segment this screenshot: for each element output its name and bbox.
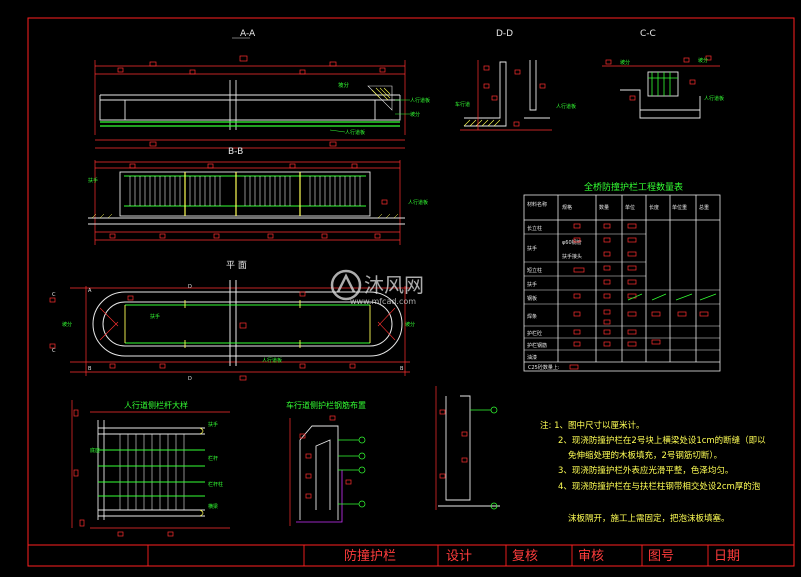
- plan-section-mark-c2: C: [52, 348, 56, 354]
- plan-section-mark-c: C: [52, 292, 56, 298]
- design-label: 设计: [446, 549, 472, 564]
- view-rail-detail: 人行道侧栏杆大样: [71, 400, 230, 537]
- plan-section-mark-a: A: [88, 288, 92, 294]
- aa-slope-label-2: 坡分: [410, 111, 420, 118]
- aa-roadslab-label: 人行道板: [345, 129, 365, 136]
- quantity-table: 全桥防撞护栏工程数量表 材料名称 规格 数量 单位: [523, 181, 721, 372]
- view-aa: A-A: [94, 29, 430, 149]
- rail-bar-label: 栏杆: [208, 455, 218, 462]
- table-row-0-name: 长立柱: [527, 225, 542, 232]
- table-header-3: 单位: [625, 204, 635, 211]
- cc-slope-label-2: 坡分: [698, 57, 708, 64]
- note-line-0: 注: 1、图中尺寸以厘米计。: [540, 420, 644, 431]
- view-dd-label: D-D: [496, 29, 513, 39]
- watermark-url: www.mfcad.com: [350, 297, 416, 306]
- aa-slope-label: 坡分: [338, 81, 350, 89]
- table-row-6-name: 焊条: [527, 313, 537, 320]
- table-header-4: 长度: [649, 204, 659, 211]
- drawing-border: [27, 17, 795, 567]
- check-label: 复核: [512, 549, 538, 564]
- note-line-5: 沫板隔开，施工上需固定，把泡沫板填塞。: [568, 513, 730, 524]
- title-block: 防撞护栏 设计 复核 审核 图号 日期: [147, 545, 740, 566]
- table-header-5: 单位重: [672, 204, 687, 211]
- bb-sidewalk-label: 人行道板: [408, 199, 428, 206]
- table-row-1-name: 扶手: [527, 245, 537, 252]
- date-label: 日期: [714, 549, 740, 564]
- watermark-logo-icon: [330, 269, 362, 301]
- table-row-1-spec: φ60钢管: [562, 239, 582, 246]
- plan-handrail-label: 扶手: [150, 313, 160, 320]
- rail-detail-title: 人行道侧栏杆大样: [124, 400, 188, 410]
- table-header-6: 总重: [699, 204, 709, 211]
- view-small-detail: [435, 386, 500, 510]
- drawing-title: 防撞护栏: [344, 548, 396, 564]
- table-header-0: 材料名称: [527, 201, 547, 208]
- table-row-5-name: 钢板: [527, 295, 537, 302]
- cc-sidewalk-label: 人行道板: [704, 95, 724, 102]
- plan-sidewalk-label: 人行道板: [262, 357, 282, 364]
- table-title: 全桥防撞护栏工程数量表: [584, 181, 683, 193]
- watermark: 沐风网 www.mfcad.com: [330, 269, 424, 306]
- notes: 注: 1、图中尺寸以厘米计。 2、现浇防撞护栏在2号块上横梁处设1cm的断缝（即…: [540, 420, 766, 524]
- table-header-1: 规格: [562, 204, 572, 211]
- table-header-2: 数量: [599, 204, 609, 211]
- rail-base-label: 底座: [90, 447, 100, 454]
- view-bb-label: B-B: [228, 147, 243, 157]
- dd-lane-label: 车行道: [455, 101, 470, 108]
- plan-section-mark-d2: D: [188, 376, 192, 382]
- rebar-title: 车行道侧护栏钢筋布置: [286, 400, 366, 410]
- view-dd: D-D 车行道 人行道板: [455, 29, 576, 131]
- note-line-2: 免伸缩处理的木板填充，2号钢筋切断）。: [568, 450, 722, 461]
- view-bb: B-B: [88, 147, 428, 245]
- plan-section-mark-b2: B: [400, 366, 404, 372]
- plan-slope-label-2: 坡分: [405, 321, 415, 328]
- note-line-1: 2、现浇防撞护栏在2号块上横梁处设1cm的断缝（即以: [558, 435, 766, 446]
- table-row-3-name: 短立柱: [527, 267, 542, 274]
- table-row-8-name: 护栏钢筋: [527, 342, 547, 349]
- view-plan-label: 平 面: [226, 260, 247, 271]
- table-footer: C25砼数量上:: [528, 364, 560, 371]
- view-rebar: 车行道侧护栏钢筋布置: [286, 400, 366, 526]
- cc-slope-label: 坡分: [620, 59, 630, 66]
- drawing-number-label: 图号: [648, 549, 674, 564]
- rail-column-label: 栏杆柱: [208, 481, 223, 488]
- table-row-9-name: 油漆: [527, 354, 537, 361]
- plan-section-mark-b: B: [88, 366, 92, 372]
- view-cc-label: C-C: [640, 29, 656, 39]
- view-cc: C-C 坡分 坡分 人行道板: [602, 29, 724, 119]
- aa-sidewalk-label: 人行道板: [410, 97, 430, 104]
- table-row-7-name: 护栏砼: [527, 330, 542, 337]
- note-line-4: 4、现浇防撞护栏在与扶栏柱钢带相交处设2cm厚的泡: [558, 481, 761, 492]
- view-aa-label: A-A: [240, 29, 256, 39]
- dd-sidewalk-label: 人行道板: [556, 103, 576, 110]
- rail-beam-label: 横梁: [208, 503, 218, 510]
- table-row-2-spec: 扶手接头: [562, 253, 582, 260]
- review-label: 审核: [578, 549, 604, 564]
- watermark-brand: 沐风网: [364, 273, 424, 297]
- plan-slope-label: 坡分: [62, 321, 72, 328]
- table-row-4-name: 扶手: [527, 281, 537, 288]
- note-line-3: 3、现浇防撞护栏外表应光滑平整，色泽均匀。: [558, 465, 733, 476]
- view-plan: 平 面: [49, 260, 415, 382]
- rail-handrail-label: 扶手: [208, 421, 218, 428]
- plan-section-mark-d: D: [188, 284, 192, 290]
- bb-handrail-label: 扶手: [88, 177, 98, 184]
